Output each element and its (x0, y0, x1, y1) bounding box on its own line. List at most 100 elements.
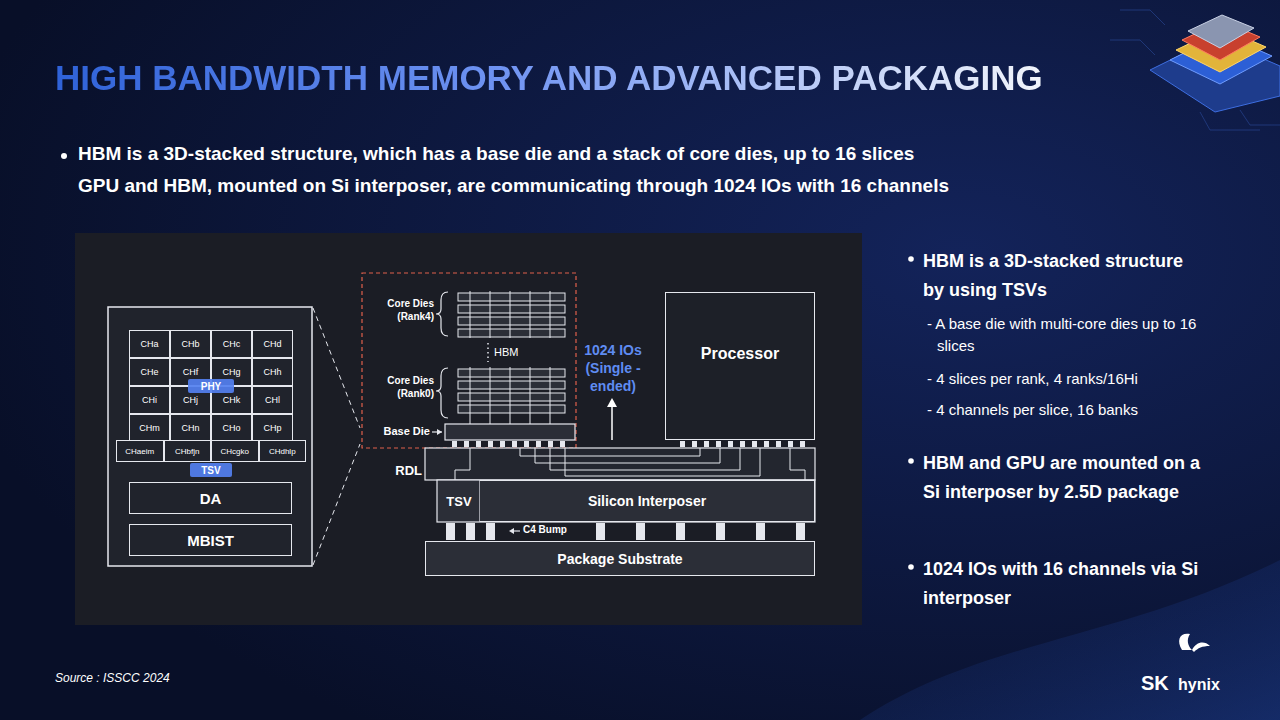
node-text: Processor (701, 345, 779, 363)
part-label: HBM (494, 346, 534, 358)
node-text: CHi (142, 395, 157, 405)
arrowhead (509, 528, 514, 534)
micro-bump (488, 441, 493, 447)
bullet-text: HBM and GPU are mounted on a Si interpos… (923, 449, 1203, 507)
channel-group-cell: CHdhlp (259, 440, 307, 462)
micro-bump (524, 441, 529, 447)
bullet-dot (908, 564, 914, 570)
micro-bump (500, 441, 505, 447)
part-label: C4 Bump (523, 524, 593, 535)
background-wave (860, 560, 1280, 720)
micro-bump (464, 441, 469, 447)
node-text: CHaeim (125, 447, 154, 456)
part-label: Base Die (366, 425, 430, 437)
hbm-outline (362, 273, 576, 448)
tsv-line (490, 291, 491, 338)
bullet-text: GPU and HBM, mounted on Si interposer, a… (78, 175, 1198, 197)
tsv-badge: TSV (190, 463, 232, 477)
channel-cell: CHp (252, 414, 293, 442)
c4-bump (796, 523, 805, 540)
bullet-dot (908, 458, 914, 464)
node-text: MBIST (187, 532, 234, 549)
arrowhead (437, 429, 442, 435)
micro-bump (776, 441, 781, 447)
channel-cell: CHo (211, 414, 252, 442)
base-die-floorplan (108, 307, 312, 566)
node-text: PHY (201, 381, 222, 392)
part-label: TSV (439, 494, 479, 509)
node-text: Silicon Interposer (588, 493, 706, 509)
bullet-text: HBM is a 3D-stacked structure, which has… (78, 143, 1198, 165)
part-label: Core Dies (Rank4) (372, 298, 434, 323)
core-die-plate (458, 405, 565, 413)
node-text: CHd (263, 339, 281, 349)
core-die-plate (458, 305, 565, 313)
channel-cell: CHe (129, 358, 170, 386)
core-die-plate (458, 329, 565, 337)
channel-cell: CHa (129, 330, 170, 358)
micro-bump (740, 441, 745, 447)
c4-bump (486, 523, 495, 540)
chip-icon (1150, 15, 1280, 112)
tsv-line (470, 367, 471, 424)
micro-bump (512, 441, 517, 447)
brace (436, 292, 448, 336)
core-die-plate (458, 369, 565, 377)
micro-bump (692, 441, 697, 447)
interposer-box: Silicon Interposer (480, 480, 815, 522)
c4-bump (636, 523, 645, 540)
node-text: CHc (223, 339, 241, 349)
bullet-text: HBM is a 3D-stacked structure by using T… (923, 247, 1193, 305)
da-block: DA (129, 482, 292, 514)
core-die-plate (458, 381, 565, 389)
logo-butterfly (1179, 634, 1210, 652)
node-text: Package Substrate (557, 551, 682, 567)
rdl-wires (455, 448, 805, 480)
channel-group-cell: CHaeim (116, 440, 164, 462)
rdl-layer (425, 448, 815, 480)
node-text: CHh (263, 367, 281, 377)
mbist-block: MBIST (129, 524, 292, 556)
micro-bump (800, 441, 805, 447)
core-die-plate (458, 317, 565, 325)
stack-continuation-dots (487, 343, 489, 362)
c4-bumps (446, 523, 805, 540)
c4-bump (446, 523, 455, 540)
tsv-line (530, 367, 531, 424)
channel-cell: CHn (170, 414, 211, 442)
channel-group-cell: CHbfjn (164, 440, 212, 462)
zoom-lines (313, 308, 360, 565)
node-text: TSV (201, 465, 220, 476)
part-label: Core Dies (Rank0) (372, 375, 434, 400)
arrowhead (607, 398, 617, 407)
node-text: CHg (222, 367, 240, 377)
io-callout: 1024 IOs (Single -ended) (574, 341, 652, 396)
node-text: CHb (181, 339, 199, 349)
node-text: CHe (140, 367, 158, 377)
bullet-dot (908, 256, 914, 262)
micro-bump (476, 441, 481, 447)
brace (436, 368, 448, 418)
bullet-dot (61, 153, 67, 159)
channel-cell: CHi (129, 386, 170, 414)
node-text: CHl (265, 395, 280, 405)
slide-title: HIGH BANDWIDTH MEMORY AND ADVANCED PACKA… (55, 58, 1043, 98)
micro-bump (704, 441, 709, 447)
tsv-line (510, 367, 511, 424)
sub-bullet-text: - 4 slices per rank, 4 ranks/16Hi (927, 370, 1227, 387)
node-text: DA (200, 490, 222, 507)
micro-bump (680, 441, 685, 447)
node-text: CHa (140, 339, 158, 349)
channel-cell: CHl (252, 386, 293, 414)
circuit-traces (1110, 10, 1280, 130)
micro-bump (548, 441, 553, 447)
source-note: Source : ISSCC 2024 (55, 671, 255, 685)
tsv-line (490, 367, 491, 424)
micro-bump (452, 441, 457, 447)
io-arrow (611, 404, 613, 440)
core-die-plate (458, 293, 565, 301)
micro-bumps (452, 441, 565, 447)
c4-bump (596, 523, 605, 540)
channel-group-cell: CHcgko (211, 440, 259, 462)
